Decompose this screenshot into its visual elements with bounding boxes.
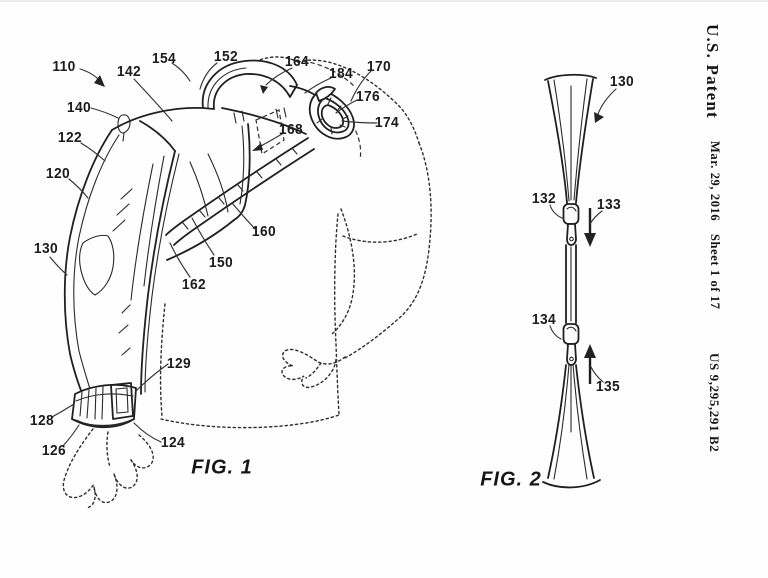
- ref-label-142: 142: [116, 64, 142, 80]
- ref-label-154: 154: [151, 51, 177, 67]
- fig2-caption: FIG. 2: [480, 468, 542, 491]
- ref-label-164: 164: [284, 54, 310, 70]
- ref-label-122: 122: [57, 130, 83, 146]
- ref-label-152: 152: [213, 49, 239, 65]
- ref-label-184: 184: [328, 66, 354, 82]
- fig2-fabric-strip: [542, 73, 601, 489]
- ref-label-110: 110: [52, 59, 76, 75]
- ref-label-140: 140: [66, 100, 92, 116]
- fig1-leader-lines: [49, 62, 378, 447]
- fig1-torso-outline: [62, 56, 432, 509]
- fig1-caption: FIG. 1: [191, 456, 253, 479]
- patent-date: Mar. 29, 2016: [708, 141, 722, 222]
- ref-label-135: 135: [595, 379, 621, 395]
- fig1-strap-buckle: [308, 86, 355, 140]
- ref-label-133: 133: [596, 197, 622, 213]
- ref-label-130-fig1: 130: [33, 241, 59, 257]
- fig2-direction-arrows: [584, 208, 596, 384]
- fig2-zipper-lower: [562, 323, 580, 366]
- ref-label-130-fig2: 130: [609, 74, 635, 90]
- fig2-leader-lines: [549, 88, 617, 383]
- ref-label-162: 162: [181, 277, 207, 293]
- ref-label-134: 134: [531, 312, 557, 328]
- ref-label-174: 174: [374, 115, 400, 131]
- ref-label-120: 120: [45, 166, 71, 182]
- ref-label-124: 124: [160, 435, 186, 451]
- ref-label-126: 126: [41, 443, 67, 459]
- patent-document-number: US 9,295,291 B2: [707, 353, 722, 453]
- patent-publication-title: U.S. Patent: [703, 24, 722, 119]
- ref-label-170: 170: [366, 59, 392, 75]
- patent-sheet-number: Sheet 1 of 17: [708, 234, 722, 310]
- fig1-wrist-cuff: [71, 382, 137, 429]
- fig1-garment: [63, 59, 325, 395]
- ref-label-168: 168: [278, 122, 304, 138]
- ref-label-176: 176: [355, 89, 381, 105]
- fig2-zipper-upper: [562, 203, 580, 246]
- ref-label-160: 160: [251, 224, 277, 240]
- ref-label-129: 129: [166, 356, 192, 372]
- ref-label-150: 150: [208, 255, 234, 271]
- ref-label-132: 132: [531, 191, 557, 207]
- ref-label-128: 128: [29, 413, 55, 429]
